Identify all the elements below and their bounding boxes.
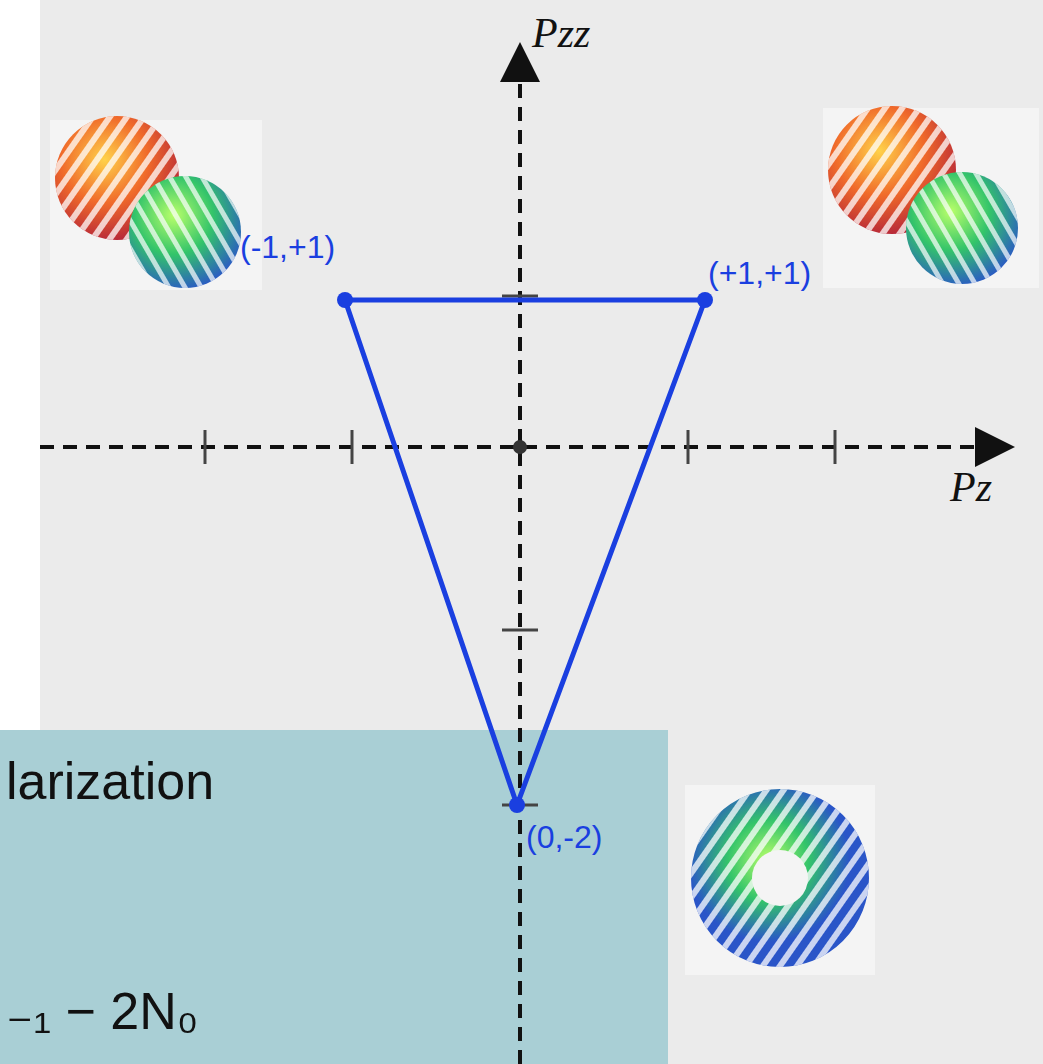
origin-dot [513,440,527,454]
ticks [205,296,835,805]
torus [685,785,875,975]
box-text: larization [6,750,214,812]
vertex-dots [337,292,713,813]
polarization-triangle [345,300,705,805]
point-label: (+1,+1) [708,254,811,292]
axis-label: Pzz [532,8,590,58]
pzz-axis [518,62,522,1064]
box-fill [0,730,668,1064]
info-box: larization ₋₁ − 2N₀ [0,730,668,1064]
box-text: ₋₁ − 2N₀ [6,980,198,1042]
point-label: (-1,+1) [240,228,335,266]
axis-label: Pz [950,462,992,512]
point-label: (0,-2) [526,818,602,856]
sphere-pair-right [823,106,1039,288]
sphere-pair-left [50,116,262,290]
